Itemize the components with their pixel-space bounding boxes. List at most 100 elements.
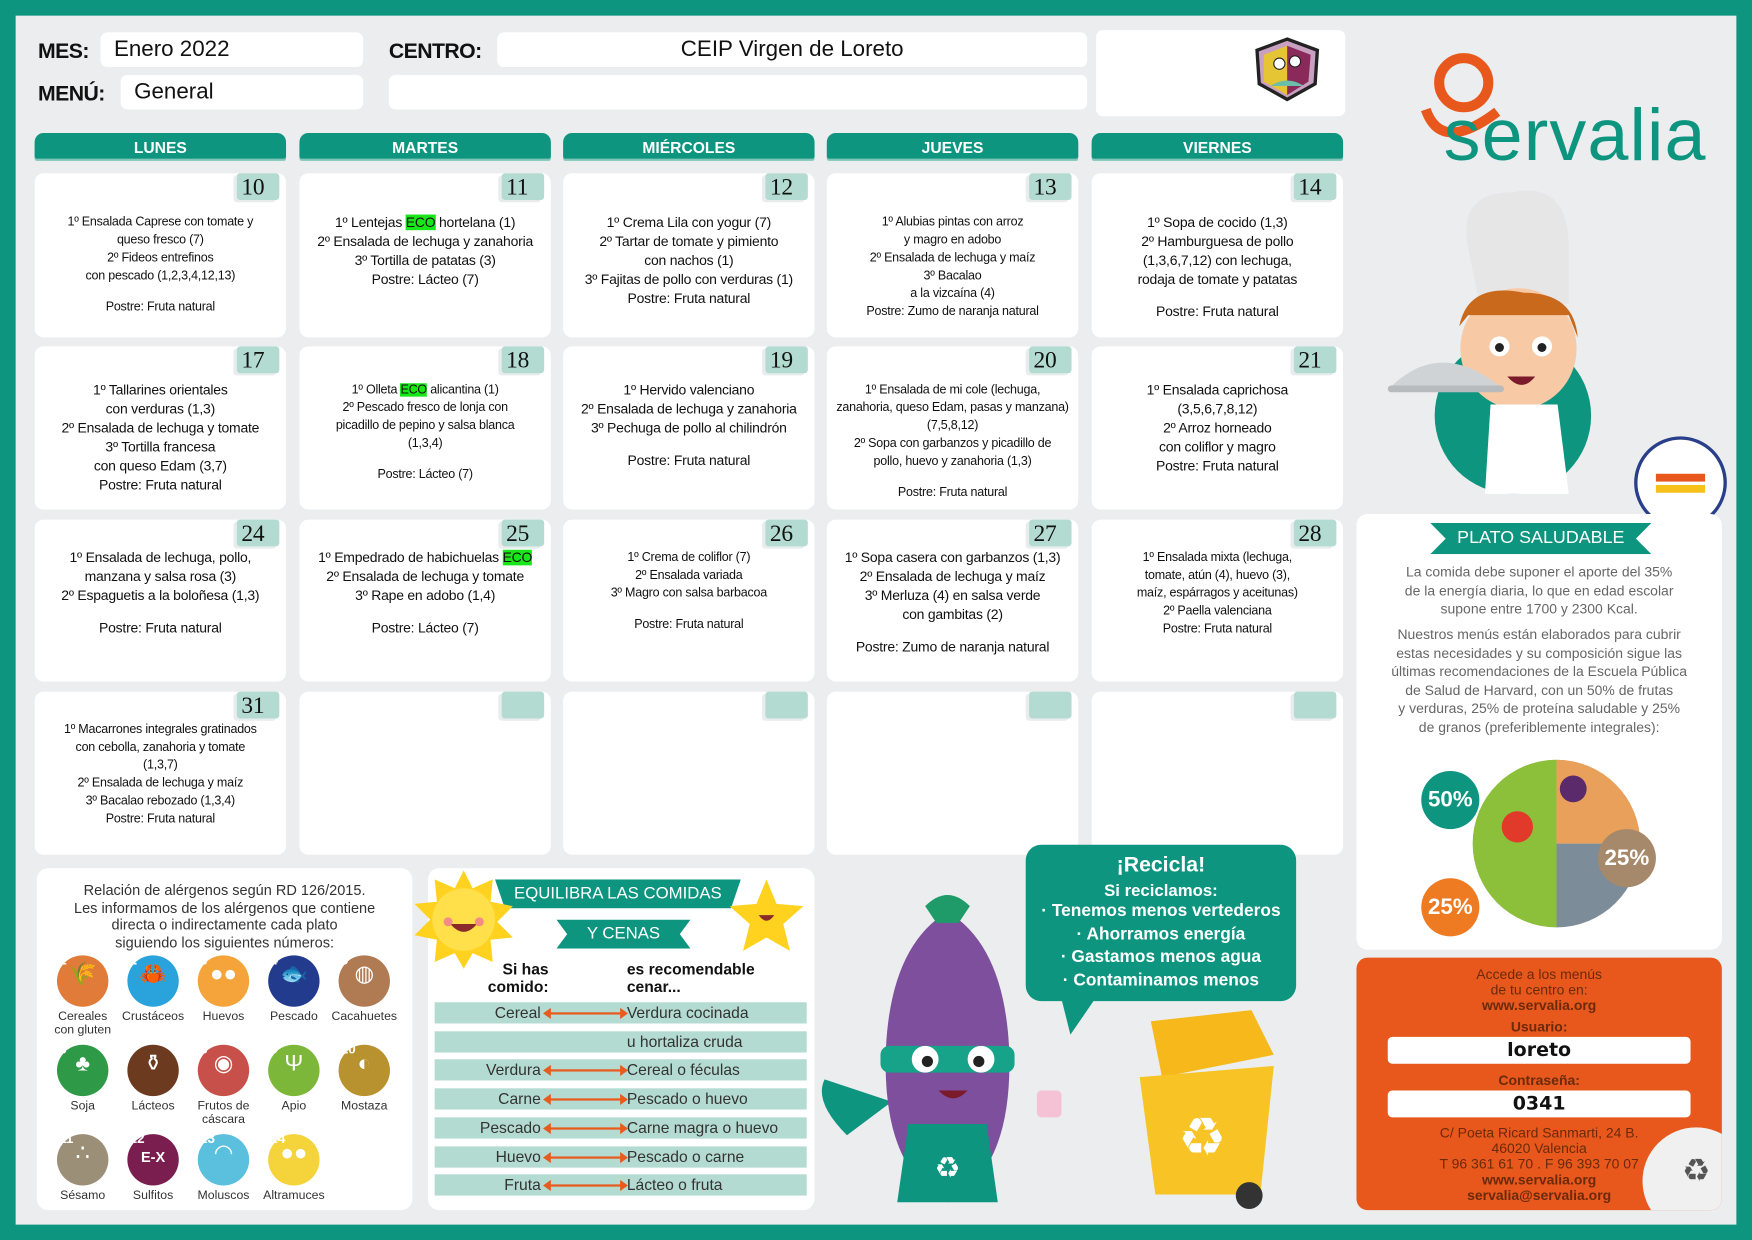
day-number-badge: 10 [236, 173, 280, 201]
allergen-intro-line: Relación de alérgenos según RD 126/2015. [83, 881, 366, 899]
plate-text-line: de granos (preferiblemente integrales): [1418, 719, 1660, 735]
servalia-logo: servalia [1419, 42, 1710, 176]
allergen-glyph: ●● [280, 1140, 308, 1166]
allergen-glyph: ∴ [75, 1140, 90, 1166]
allergen-name: Apio [281, 1099, 307, 1113]
allergen-glyph: ◉ [213, 1051, 234, 1077]
school-logo-box [1096, 30, 1346, 117]
allergen-number: 13 [200, 1130, 215, 1147]
recycle-benefit: · Tenemos menos vertederos [1041, 901, 1281, 921]
menu-line: (7,5,8,12) [926, 419, 979, 433]
recommended-dinner: Pescado o carne [626, 1146, 745, 1165]
pct-veg-badge: 50% [1421, 770, 1480, 830]
allergen-name: Altramuces [263, 1188, 325, 1203]
menu-line: 2º Pescado fresco de lonja con [342, 401, 508, 415]
password-label: Contraseña: [1498, 1072, 1580, 1089]
milk-jug-icon: 7⚱ [127, 1042, 179, 1097]
menu-line: Postre: Fruta natural [105, 300, 215, 314]
menu-line: 3º Magro con salsa barbacoa [610, 586, 767, 601]
allergen-name: Soja [70, 1099, 95, 1113]
web-link[interactable]: www.servalia.org [1481, 1172, 1597, 1188]
menu-line: Postre: Fruta natural [627, 290, 751, 307]
sesame-icon: 11∴ [56, 1132, 109, 1186]
allergen-item: 11∴Sésamo [48, 1132, 117, 1202]
address-line-1: C/ Poeta Ricard Sanmarti, 24 B. [1439, 1125, 1639, 1141]
menu-line: 3º Bacalao rebozado (1,3,4) [85, 794, 236, 808]
allergen-glyph: ◍ [354, 962, 374, 987]
blank-field [388, 74, 1088, 110]
pct-grain-badge: 25% [1597, 829, 1656, 888]
menu-line: 3º Bacalao [923, 269, 982, 283]
day-cell [299, 691, 551, 855]
menu-line: con pescado (1,2,3,4,12,13) [85, 269, 236, 283]
menu-line: (1,3,7) [143, 758, 178, 773]
menu-line: 2º Espaguetis a la boloñesa (1,3) [61, 587, 260, 604]
menu-line: 3º Pechuga de pollo al chilindrón [590, 420, 787, 436]
allergens-panel: Relación de alérgenos según RD 126/2015.… [36, 868, 413, 1211]
menu-line: rodaja de tomate y patatas [1137, 271, 1298, 288]
menu-line: Postre: Fruta natural [99, 477, 222, 493]
menu-line: Postre: Fruta natural [634, 617, 744, 632]
menu-text: 1º Olleta [351, 383, 401, 397]
menu-line: con queso Edam (3,7) [93, 458, 227, 474]
menu-line: 2º Ensalada de lechuga y maíz [869, 251, 1036, 265]
access-url-link[interactable]: www.servalia.org [1481, 997, 1597, 1014]
plate-text-line: últimas recomendaciones de la Escuela Pú… [1391, 663, 1688, 680]
menu-line [35, 606, 286, 619]
menu-line: 2º Sopa con garbanzos y picadillo de [853, 436, 1052, 451]
menu-line: Postre: Fruta natural [1156, 303, 1279, 320]
soy-icon: 6♣ [56, 1042, 109, 1097]
allergen-name: Huevos [202, 1010, 245, 1024]
menu-line: 1º Empedrado de habichuelas ECO [299, 549, 550, 568]
menu-line: 2º Ensalada variada [635, 568, 743, 583]
day-number-badge: 12 [765, 173, 808, 201]
recommended-dinner: Lácteo o fruta [626, 1175, 723, 1194]
day-number-badge: 11 [501, 173, 545, 201]
weekday-header: MARTES [299, 132, 551, 159]
col-dinner-header: es recomendable cenar... [626, 959, 755, 996]
menu-line: Postre: Zumo de naranja natural [855, 639, 1050, 655]
menu-line: 2º Ensalada de lechuga y zanahoria [317, 233, 534, 250]
phone-fax: T 96 361 61 70 . F 96 393 70 07 [1439, 1156, 1639, 1173]
double-arrow-icon [543, 1065, 628, 1077]
eggs-icon: 3●● [197, 951, 250, 1007]
menu-line: 2º Paella valenciana [1163, 604, 1272, 618]
allergen-number: 8 [200, 1041, 208, 1058]
allergen-name: Pescado [269, 1010, 318, 1024]
user-field: loreto [1387, 1036, 1691, 1064]
menu-line: 2º Hamburguesa de pollo [1141, 233, 1294, 250]
menu-line: 2º Ensalada de lechuga y tomate [326, 568, 525, 585]
plate-text-line: de la energía diaria, lo que en edad esc… [1404, 582, 1674, 599]
allergen-number: 1 [59, 951, 67, 968]
menu-line: 2º Ensalada de lechuga y zanahoria [580, 401, 797, 417]
menu-line: picadillo de pepino y salsa blanca [335, 419, 515, 433]
menu-line: 1º Sopa de cocido (1,3) [1147, 214, 1288, 231]
day-number-badge [1293, 691, 1337, 719]
menu-line [563, 438, 814, 451]
recycle-benefit: · Contaminamos menos [1062, 970, 1260, 990]
day-number-badge [1029, 691, 1072, 719]
allergen-number: 3 [200, 951, 208, 968]
col-eaten-header: Si has comido: [487, 959, 549, 996]
allergen-name: Sulfitos [132, 1188, 174, 1203]
menu-label: MENÚ: [37, 82, 105, 107]
menu-line: 1º Crema de coliflor (7) [627, 550, 751, 565]
recycle-bubble: ¡Recicla! Si reciclamos: · Tenemos menos… [1025, 844, 1297, 1002]
email-link[interactable]: servalia@servalia.org [1467, 1187, 1612, 1204]
centre-label: CENTRO: [388, 40, 482, 64]
